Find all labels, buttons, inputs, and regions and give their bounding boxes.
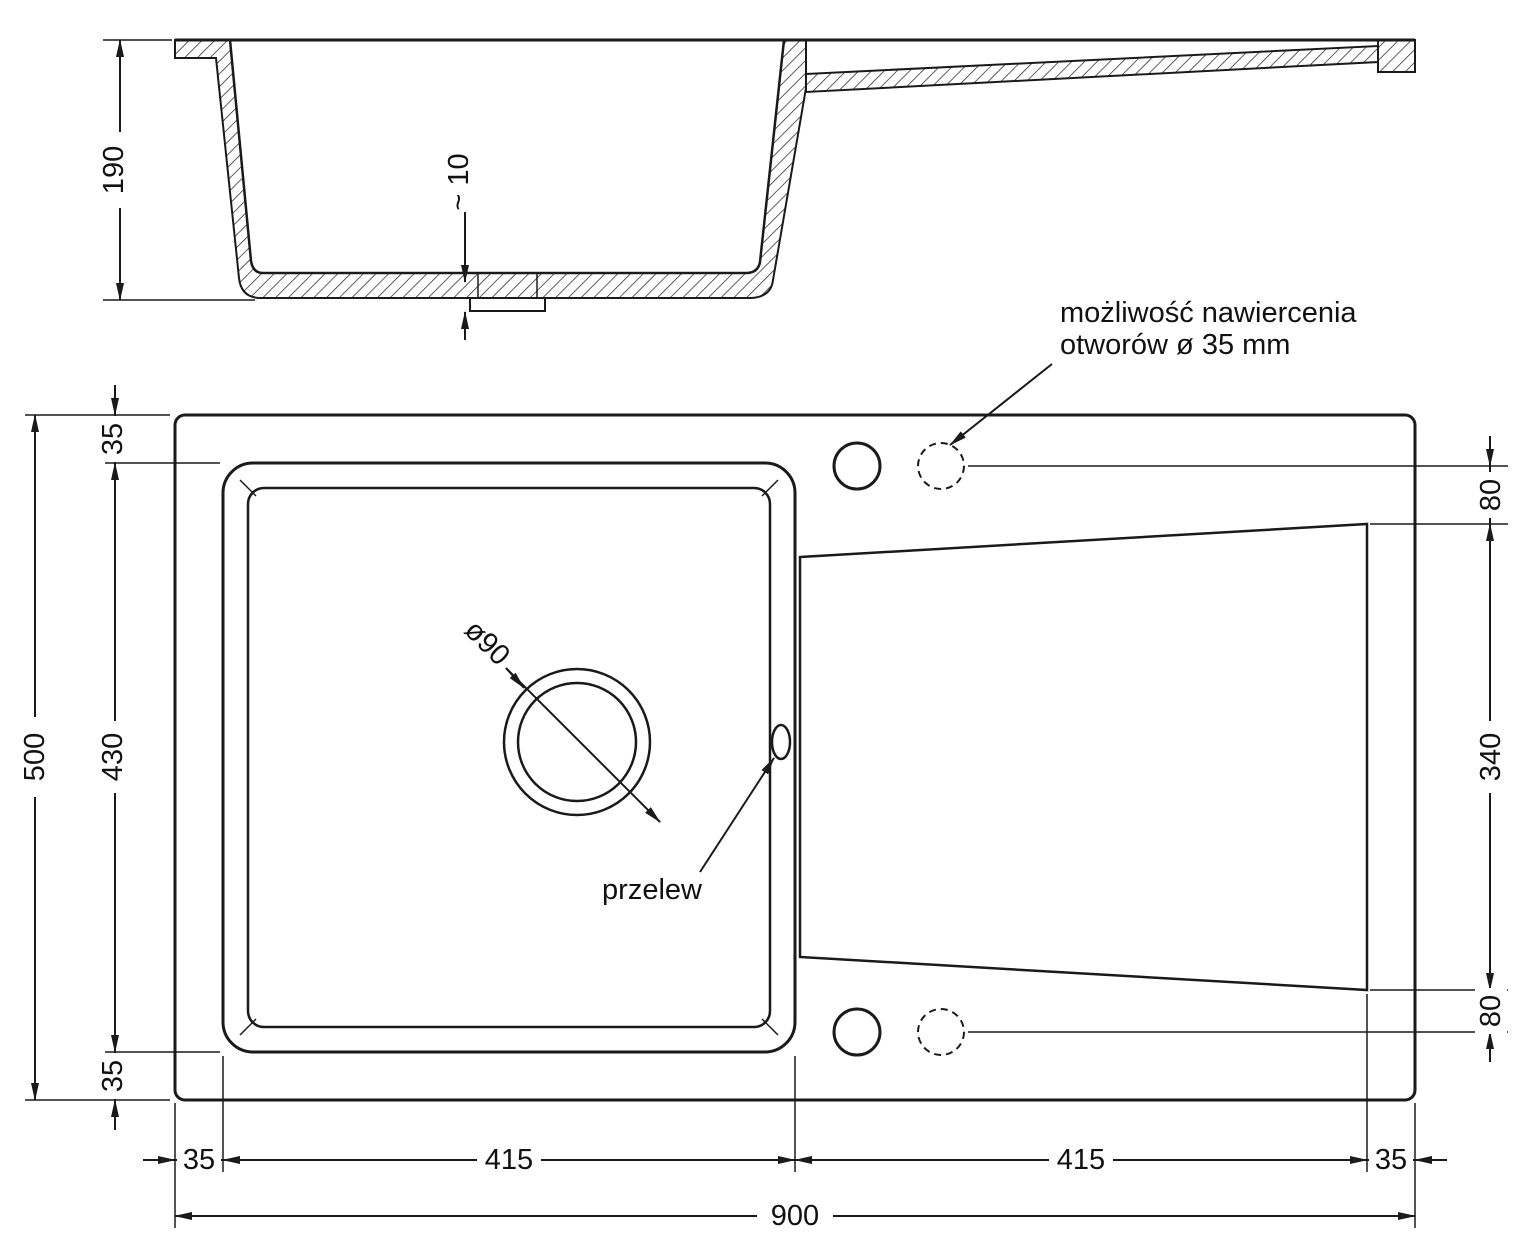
- side-view: 190 ~ 10: [97, 38, 1416, 340]
- drill-note-line1: możliwość nawiercenia: [1060, 297, 1357, 329]
- bottom-dimensions: 35 415 415 35 900: [143, 994, 1447, 1232]
- dim-left-top-margin: 35: [97, 423, 129, 455]
- basin-cavity: [228, 38, 786, 275]
- dim-right-top-offset: 80: [1475, 479, 1507, 511]
- dim-right-bottom-offset: 80: [1475, 995, 1507, 1027]
- faucet-hole-dashed-bottom: [917, 1008, 965, 1056]
- dim-bottom-right-margin: 35: [1375, 1144, 1407, 1176]
- dim-basin-width: 415: [485, 1144, 533, 1176]
- drainer-end-cap: [1377, 39, 1416, 73]
- faucet-hole-solid-bottom: [832, 1007, 882, 1057]
- drill-note-callout: możliwość nawiercenia otworów ø 35 mm: [949, 297, 1357, 446]
- drill-note-line2: otworów ø 35 mm: [1060, 329, 1290, 361]
- right-dimensions: 80 340 80: [968, 436, 1508, 1062]
- dim-drainer-width: 415: [1057, 1144, 1105, 1176]
- drainer-slab-section: [805, 44, 1379, 94]
- faucet-hole-dashed-top: [917, 442, 965, 490]
- overflow-leader-arrow: [699, 757, 775, 873]
- dim-bottom-left-margin: 35: [183, 1144, 215, 1176]
- overflow-callout: przelew: [602, 757, 775, 906]
- basin-corner-marks: [239, 479, 779, 1036]
- drain-diameter-label: ø90: [458, 614, 516, 672]
- overflow-label: przelew: [602, 874, 703, 906]
- dim-drainer-height: 340: [1475, 733, 1507, 781]
- drain-recess: [469, 273, 546, 312]
- dim-basin-inner-height: 430: [97, 733, 129, 781]
- drainer-outline: [798, 522, 1369, 992]
- drain-circle: ø90: [458, 614, 661, 823]
- plan-view: ø90 przelew możliwość nawiercenia otworó…: [18, 297, 1508, 1232]
- left-dimensions: 500 35 430 35: [18, 385, 220, 1130]
- dim-total-width: 900: [771, 1200, 819, 1232]
- depth-dimension: 190: [97, 39, 255, 301]
- basin-outline: [221, 461, 797, 1054]
- dim-bottom-thickness: ~ 10: [443, 153, 475, 210]
- dim-depth: 190: [98, 146, 130, 194]
- faucet-hole-solid-top: [832, 441, 882, 491]
- dim-total-height: 500: [19, 733, 51, 781]
- bottom-thickness-dimension: ~ 10: [443, 153, 475, 340]
- overflow-slot: [770, 723, 792, 761]
- dim-left-bottom-margin: 35: [97, 1060, 129, 1092]
- drill-note-leader-arrow: [949, 363, 1053, 446]
